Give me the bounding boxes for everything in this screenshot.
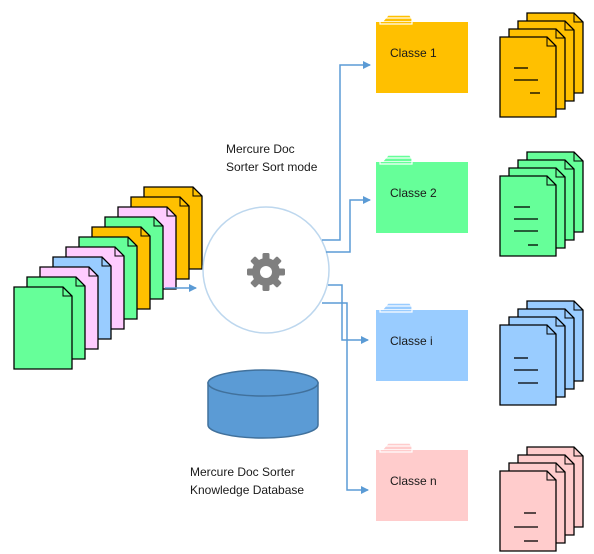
output-stack-classe-i — [499, 300, 584, 406]
output-document — [499, 324, 557, 406]
output-stack-classe-2 — [499, 151, 584, 257]
folder-classe-2 — [376, 154, 468, 233]
branch-classe-n — [322, 302, 369, 494]
folder-label-classe-i: Classe i — [390, 334, 433, 348]
folder-label-classe-2: Classe 2 — [390, 186, 437, 200]
knowledge-database — [207, 369, 319, 439]
folder-classe-i — [376, 302, 468, 381]
output-stack-classe-n — [499, 446, 584, 552]
folder-classe-n — [376, 442, 468, 521]
output-stack-classe-1 — [499, 12, 584, 118]
database-label: Mercure Doc Sorter Knowledge Database — [190, 465, 305, 497]
branch-classe-2 — [326, 196, 371, 253]
branch-classe-i — [328, 284, 369, 344]
branch-classe-1 — [322, 61, 371, 241]
sort-mode-label: Mercure Doc Sorter Sort mode — [226, 142, 318, 174]
output-document — [499, 470, 557, 552]
branch-connectors — [322, 61, 371, 494]
sorting-engine — [202, 206, 330, 334]
folder-label-classe-1: Classe 1 — [390, 46, 437, 60]
output-document — [499, 36, 557, 118]
gear-icon — [247, 253, 285, 291]
input-document-stack — [13, 186, 203, 370]
output-document — [499, 175, 557, 257]
folder-classe-1 — [376, 14, 468, 93]
input-document — [13, 286, 73, 370]
folder-label-classe-n: Classe n — [390, 474, 437, 488]
